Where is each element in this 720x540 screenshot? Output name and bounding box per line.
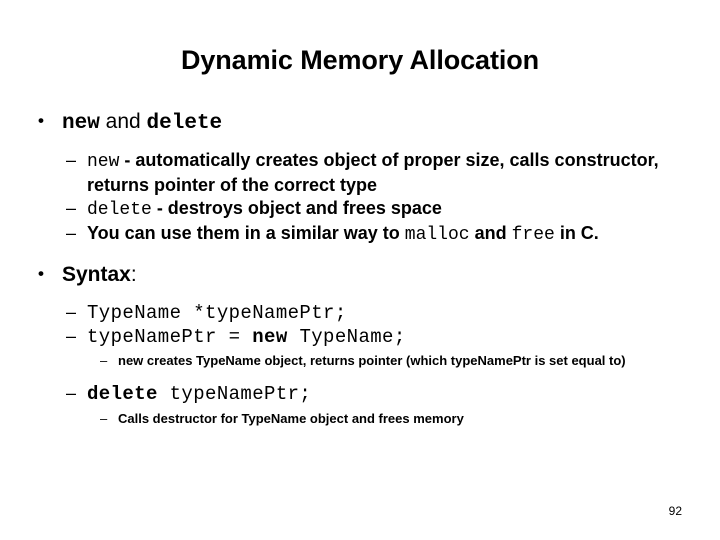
conjunction-and: and bbox=[469, 223, 512, 244]
dash-marker-icon: – bbox=[66, 301, 77, 322]
bullet-level2-new-description: – new - automatically creates object of … bbox=[0, 149, 720, 197]
keyword-delete: delete bbox=[146, 112, 223, 135]
code-pointer-declaration: TypeName *typeNamePtr; bbox=[87, 301, 347, 324]
dash-marker-icon: – bbox=[66, 198, 77, 219]
syntax-label: Syntax bbox=[62, 263, 131, 287]
delete-description-text: - destroys object and frees space bbox=[151, 198, 442, 219]
in-c-text: in C. bbox=[554, 223, 599, 244]
dash-marker-icon: – bbox=[66, 150, 77, 171]
bullet-level2-syntax-deallocation: – delete typeNamePtr; bbox=[0, 382, 720, 406]
inline-code-delete: delete bbox=[87, 200, 152, 221]
bullet-marker-icon: • bbox=[38, 111, 44, 130]
page-title: Dynamic Memory Allocation bbox=[180, 45, 540, 75]
bullet-level3-new-note: – new creates TypeName object, returns p… bbox=[0, 353, 720, 370]
bullet-level1-new-and-delete: • new and delete bbox=[0, 108, 720, 137]
conjunction-and: and bbox=[99, 110, 147, 133]
code-delete-operand: typeNamePtr; bbox=[157, 383, 312, 406]
bullet-level3-delete-note: – Calls destructor for TypeName object a… bbox=[0, 411, 720, 428]
bullet-level2-syntax-declaration: – TypeName *typeNamePtr; bbox=[0, 301, 720, 325]
spacer bbox=[0, 247, 720, 261]
spacer bbox=[0, 137, 720, 149]
code-assignment-suffix: TypeName; bbox=[287, 326, 406, 349]
new-description-text: - automatically creates object of proper… bbox=[87, 150, 659, 196]
new-note-text: new creates TypeName object, returns poi… bbox=[118, 353, 626, 369]
bullet-level1-syntax: • Syntax: bbox=[0, 261, 720, 288]
delete-note-text: Calls destructor for TypeName object and… bbox=[118, 410, 464, 426]
similar-way-text: You can use them in a similar way to bbox=[87, 223, 405, 244]
dash-marker-icon: – bbox=[100, 410, 108, 426]
dash-marker-icon: – bbox=[66, 326, 77, 347]
dash-marker-icon: – bbox=[100, 353, 108, 369]
bullet-level2-malloc-free-comparison: – You can use them in a similar way to m… bbox=[0, 222, 720, 247]
keyword-new: new bbox=[62, 112, 100, 135]
inline-code-free: free bbox=[511, 225, 555, 246]
keyword-delete: delete bbox=[87, 383, 158, 406]
spacer bbox=[0, 370, 720, 382]
inline-code-new: new bbox=[87, 152, 120, 173]
spacer bbox=[0, 289, 720, 301]
bullet-marker-icon: • bbox=[38, 264, 44, 284]
keyword-new: new bbox=[252, 326, 288, 349]
slide-body: • new and delete – new - automatically c… bbox=[0, 108, 720, 427]
bullet-level2-syntax-allocation: – typeNamePtr = new TypeName; bbox=[0, 325, 720, 349]
dash-marker-icon: – bbox=[66, 223, 77, 244]
inline-code-malloc: malloc bbox=[404, 225, 470, 246]
code-assignment-prefix: typeNamePtr = bbox=[87, 326, 253, 349]
dash-marker-icon: – bbox=[66, 383, 77, 404]
syntax-colon: : bbox=[130, 263, 137, 287]
bullet-level2-delete-description: – delete - destroys object and frees spa… bbox=[0, 197, 720, 222]
page-number: 92 bbox=[668, 504, 682, 518]
